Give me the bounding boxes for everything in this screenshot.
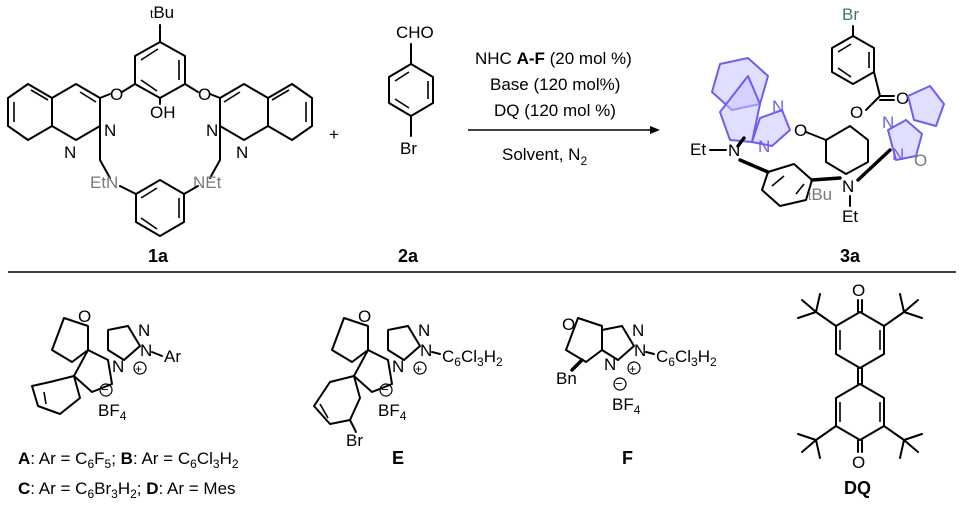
nhc-e-label: E [392,448,404,468]
nhc-a-d-structure: O N N N Ar + − BF4 [31,307,181,423]
condition-nhc: NHC A-F (20 mol %) [475,49,632,68]
et-right-3a: Et [842,207,858,226]
minus-charge-ad: − [101,382,109,397]
bf4-f: BF4 [612,395,641,417]
dq-structure: O O [797,281,923,472]
compound-2a-label: 2a [398,246,419,266]
dq-label: DQ [844,478,871,498]
aryl-e: C6Cl3H2 [442,347,503,369]
plus-charge-f: + [629,362,636,376]
n-amine-left-3a: N [728,141,740,160]
n-quin-left-2: N [64,143,76,162]
legend-line-2: C: Ar = C6Br3H2; D: Ar = Mes [18,479,236,501]
plus-charge-ad: + [135,362,142,376]
dq-o-top: O [852,281,865,300]
bf4-e: BF4 [378,401,407,423]
n3-nhc-f: N [634,341,646,360]
compound-2a-structure: CHO Br [388,23,434,158]
n2-nhc-ad: N [112,357,124,376]
n3-nhc-ad: N [140,341,152,360]
o-nhc-ad: O [78,307,91,326]
dq-o-bottom: O [852,453,865,472]
n-amine-right-3a: N [842,177,854,196]
ether-o-left-3a: O [794,121,807,140]
n3-nhc-e: N [420,341,432,360]
n-quin-right-1: N [206,121,218,140]
n1-nhc-e: N [418,321,430,340]
legend-line-1: A: Ar = C6F5; B: Ar = C6Cl3H2 [18,449,239,471]
n-blue-left-2: N [758,137,770,156]
n-blue-right-1: N [882,113,894,132]
nhc-e-structure: O Br N N N C6Cl3H2 + − BF4 [313,307,503,450]
n1-nhc-f: N [632,321,644,340]
ester-o-3a: O [850,103,863,122]
nhc-f-label: F [622,448,633,468]
bf4-ad: BF4 [98,401,127,423]
n-quin-left-1: N [104,121,116,140]
compound-1a-label: 1a [148,246,169,266]
o-nhc-f: O [562,315,575,334]
n2-nhc-f: N [604,355,616,374]
br-label-e: Br [346,431,363,450]
n-blue-left-1: N [772,97,784,116]
n2-nhc-e: N [392,357,404,376]
condition-dq: DQ (120 mol %) [494,101,616,120]
plus-sign: + [329,125,339,144]
tbu-3a: tBu [808,185,832,204]
carbonyl-o-3a: O [896,89,909,108]
compound-1a-structure: tBu OH O O N N EtN N N NEt [7,3,313,237]
minus-charge-f: − [615,376,623,391]
o-right-3a: O [914,151,927,170]
br-label-3a: Br [842,5,859,24]
condition-base: Base (120 mol%) [490,75,620,94]
ether-o-right: O [198,85,211,104]
ether-o-left: O [110,85,123,104]
ar-label: Ar [164,347,181,366]
cho-label: CHO [396,23,434,42]
n-quin-right-2: N [236,143,248,162]
plus-charge-e: + [415,362,422,376]
o-nhc-e: O [358,307,371,326]
bn-label: Bn [556,369,577,388]
compound-3a-structure: Br O O O N N N Et tBu N Et [690,5,945,226]
reaction-arrowhead [650,126,660,134]
net-right-label: NEt [193,173,222,192]
condition-solvent: Solvent, N2 [502,145,587,168]
oh-label: OH [150,103,176,122]
n-blue-right-2: N [892,145,904,164]
tbu-label: tBu [150,3,174,22]
br-label-2a: Br [400,139,417,158]
reaction-conditions: NHC A-F (20 mol %) Base (120 mol%) DQ (1… [468,49,660,168]
nhc-f-structure: O Bn N N N C6Cl3H2 + − BF4 [556,315,717,417]
etn-left-label: EtN [90,173,118,192]
et-left-3a: Et [690,140,706,159]
minus-charge-e: − [381,382,389,397]
n1-nhc-ad: N [138,321,150,340]
compound-3a-label: 3a [840,246,861,266]
aryl-f: C6Cl3H2 [656,347,717,369]
